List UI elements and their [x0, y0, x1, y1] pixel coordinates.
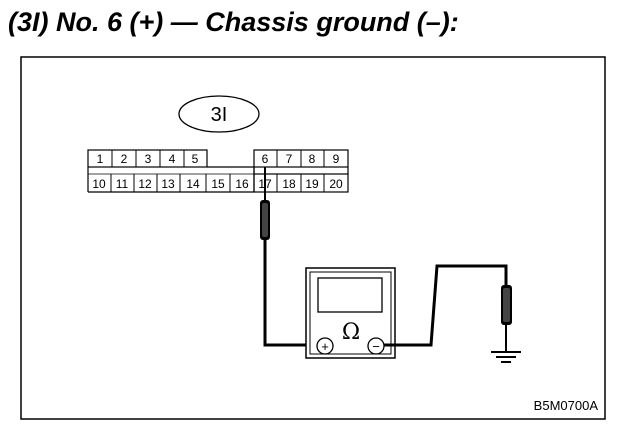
negative-terminal-symbol: − [372, 339, 380, 354]
positive-terminal-symbol: + [321, 339, 329, 354]
positive-lead-wire [263, 240, 316, 347]
negative-lead-wire [384, 264, 508, 347]
pin-label: 13 [161, 177, 175, 191]
pin-label: 12 [138, 177, 152, 191]
pin-label: 2 [121, 152, 128, 166]
diagram-frame [20, 56, 606, 420]
connector-right-block [253, 149, 349, 193]
pin-label: 4 [169, 152, 176, 166]
pin-label: 3 [145, 152, 152, 166]
pin-label: 18 [282, 177, 296, 191]
pin-label: 11 [116, 177, 129, 191]
pin-label: 10 [92, 177, 106, 191]
pin-label: 5 [192, 152, 199, 166]
pin-label: 15 [211, 177, 225, 191]
connector-tag-ellipse [178, 95, 260, 133]
positive-probe [260, 167, 270, 240]
positive-terminal [316, 337, 334, 355]
pin-label: 16 [235, 177, 249, 191]
negative-probe [501, 285, 512, 352]
connector-tag: 3I [211, 104, 228, 126]
pin-label: 8 [309, 152, 316, 166]
meter-display [317, 277, 383, 313]
connector-left-block [87, 149, 255, 193]
figure-code: B5M0700A [534, 398, 599, 413]
pin-label: 7 [286, 152, 293, 166]
pin-label: 1 [97, 152, 104, 166]
ohm-symbol: Ω [342, 320, 360, 345]
pin-label: 20 [329, 177, 343, 191]
pin-label: 6 [262, 152, 269, 166]
chassis-ground-icon [491, 351, 521, 363]
pin-label: 14 [186, 177, 200, 191]
ohmmeter [305, 267, 396, 359]
pin-label: 9 [333, 152, 340, 166]
section-heading: (3I) No. 6 (+) — Chassis ground (–): [8, 7, 459, 37]
pin-label: 19 [305, 177, 319, 191]
